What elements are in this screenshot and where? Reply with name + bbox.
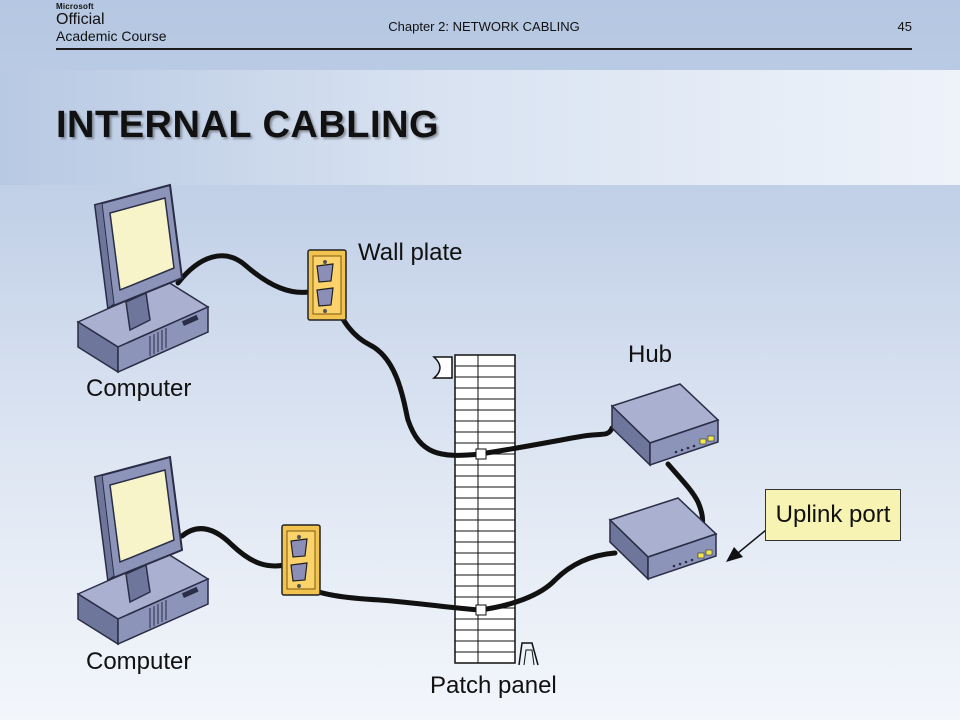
- patch-panel: [431, 354, 539, 666]
- slide-title: INTERNAL CABLING: [56, 104, 440, 146]
- patch-panel-label: Patch panel: [430, 672, 557, 699]
- computer-bottom-icon: [77, 456, 209, 645]
- page-number: 45: [897, 19, 912, 34]
- slide-header: Microsoft Official Academic Course Chapt…: [56, 0, 912, 50]
- wall-plate-bottom-icon: [281, 524, 321, 596]
- cable-computer-to-wall-plate-top: [175, 253, 321, 295]
- uplink-port-callout: Uplink port: [765, 489, 901, 541]
- cable-wall-plate-to-patch-panel-top: [329, 297, 483, 458]
- cable-computer-to-wall-plate-bottom: [179, 526, 299, 569]
- uplink-callout-arrow: [726, 529, 767, 562]
- wall-plate-label: Wall plate: [358, 239, 463, 266]
- chapter-title: Chapter 2: NETWORK CABLING: [388, 19, 580, 34]
- logo-line-1: Microsoft: [56, 2, 94, 11]
- hub-label: Hub: [628, 341, 673, 368]
- cable-patch-panel-to-uplink-hub: [477, 550, 618, 613]
- logo-line-2: Official: [56, 11, 105, 28]
- title-band: [0, 70, 960, 185]
- cable-wall-plate-to-patch-panel-bottom: [297, 582, 483, 613]
- logo-line-3: Academic Course: [56, 28, 167, 44]
- cable-patch-panel-to-hub: [477, 425, 615, 457]
- computer-bottom-label: Computer: [86, 648, 192, 675]
- microsoft-official-academic-course-logo: Microsoft Official Academic Course: [56, 2, 167, 44]
- patch-panel-port-top: [475, 448, 487, 460]
- computer-top-icon: [77, 184, 209, 373]
- patch-panel-port-bottom: [475, 604, 487, 616]
- wall-plate-top-icon: [307, 249, 347, 321]
- hub-icon: [611, 383, 719, 466]
- computer-top-label: Computer: [86, 375, 192, 402]
